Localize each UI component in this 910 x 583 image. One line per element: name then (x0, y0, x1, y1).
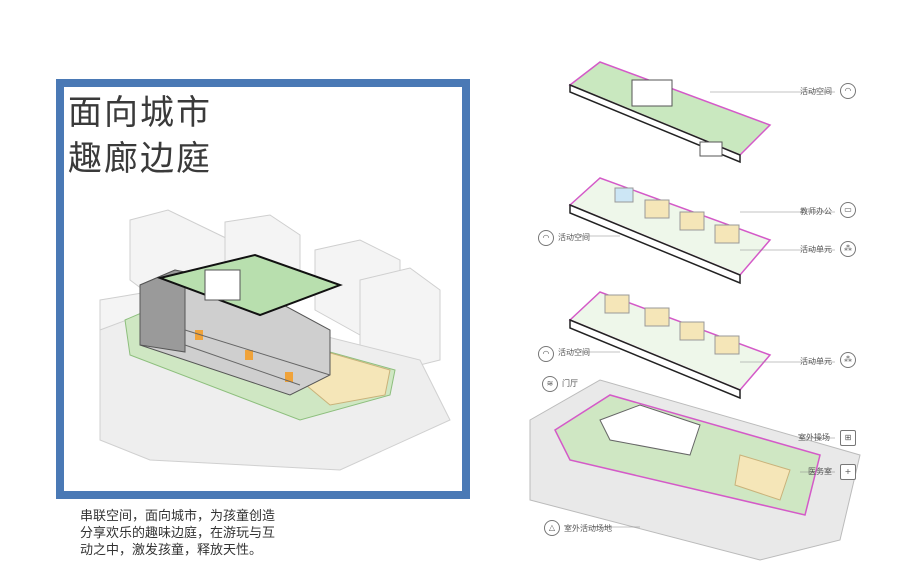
label-activity-unit-l1: 活动单元 (800, 357, 832, 366)
people-icon: ⁂ (840, 241, 856, 257)
description-line-1: 串联空间，面向城市，为孩童创造 (80, 509, 276, 524)
monitor-icon: ▭ (840, 202, 856, 218)
level-2 (568, 177, 772, 285)
field-icon: ⊞ (840, 430, 856, 446)
wifi-icon: ≋ (542, 376, 558, 392)
label-activity-space-l1: 活动空间 (558, 348, 590, 357)
description: 串联空间，面向城市，为孩童创造 分享欢乐的趣味边庭，在游玩与互 动之中，激发孩童… (80, 508, 275, 559)
label-outdoor-field: 室外操场 (798, 433, 830, 442)
roof-level (568, 61, 772, 164)
ground-level (529, 379, 861, 561)
dome-icon: ◠ (840, 83, 856, 99)
tent-icon: △ (544, 520, 560, 536)
dome-icon: ◠ (538, 346, 554, 362)
label-activity-space-l2: 活动空间 (558, 233, 590, 242)
medical-cross-icon: + (840, 464, 856, 480)
label-teacher-office: 教师办公 (800, 207, 832, 216)
title-line-1: 面向城市 (68, 93, 212, 133)
label-roof-activity: 活动空间 (800, 87, 832, 96)
blue-frame (56, 79, 470, 499)
level-1 (568, 291, 772, 400)
page-title: 面向城市 趣廊边庭 (68, 90, 212, 182)
label-clinic: 医务室 (808, 467, 832, 476)
main-building (139, 253, 343, 396)
label-activity-unit-l2: 活动单元 (800, 245, 832, 254)
description-line-3: 动之中，激发孩童，释放天性。 (80, 543, 263, 558)
title-line-2: 趣廊边庭 (68, 139, 212, 179)
leader-lines (580, 91, 835, 528)
description-line-2: 分享欢乐的趣味边庭，在游玩与互 (80, 526, 276, 541)
label-entry: 门厅 (562, 379, 578, 388)
dome-icon: ◠ (538, 230, 554, 246)
people-icon: ⁂ (840, 352, 856, 368)
label-outdoor-play: 室外活动场地 (564, 524, 612, 533)
